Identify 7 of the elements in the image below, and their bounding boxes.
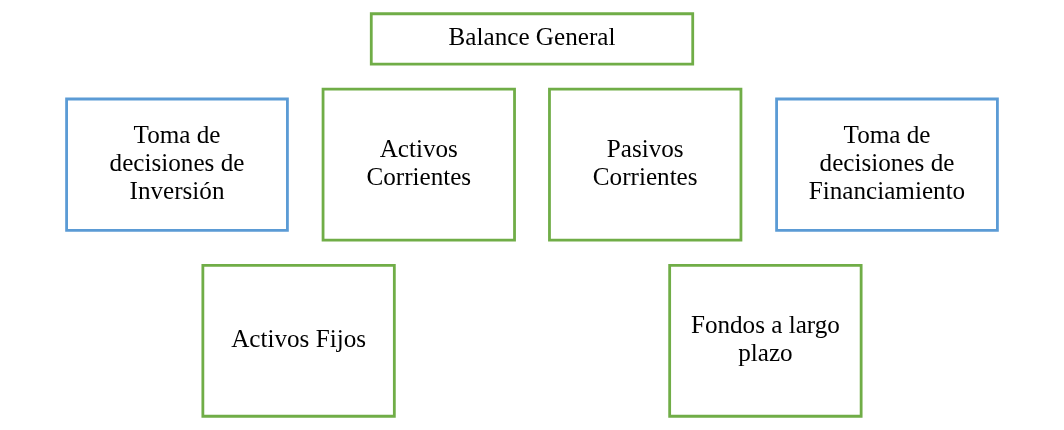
node-box: Fondos a largo plazo [668,263,863,418]
node-box: Activos Fijos [201,263,396,418]
node-box: Balance General [369,12,695,66]
node-box: Toma de decisiones de Inversión [65,97,289,232]
node-box: Toma de decisiones de Financiamiento [775,97,999,232]
node-box: Activos Corrientes [321,87,516,242]
node-box: Pasivos Corrientes [548,87,743,242]
